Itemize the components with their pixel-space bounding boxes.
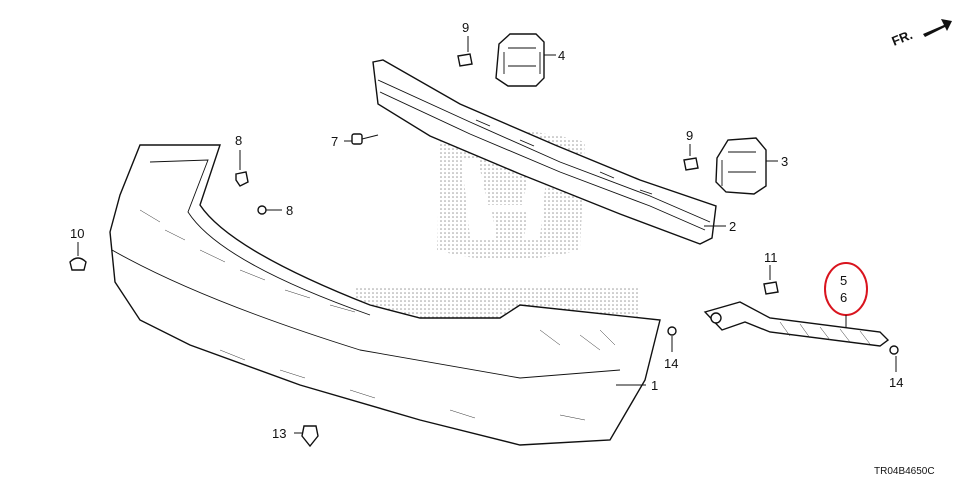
fastener-clip-11 xyxy=(763,281,779,295)
front-direction-label: FR. xyxy=(890,27,915,49)
callout-2: 2 xyxy=(729,219,736,234)
highlight-circle xyxy=(824,262,868,316)
callout-8-lower: 8 xyxy=(286,203,293,218)
callout-8-upper: 8 xyxy=(235,133,242,148)
fastener-clip-10 xyxy=(69,257,87,271)
callout-3: 3 xyxy=(781,154,788,169)
front-direction-indicator: FR. xyxy=(890,19,952,49)
callout-9-lower: 9 xyxy=(686,128,693,143)
front-arrow-icon xyxy=(923,19,952,37)
fastener-bolt-7 xyxy=(351,133,379,145)
callout-1: 1 xyxy=(651,378,658,393)
callout-13: 13 xyxy=(272,426,286,441)
callout-10: 10 xyxy=(70,226,84,241)
callout-14-left: 14 xyxy=(664,356,678,371)
callout-4: 4 xyxy=(558,48,565,63)
fastener-clip-14-right xyxy=(889,345,899,355)
rear-bumper-face-part xyxy=(109,144,661,446)
bumper-beam-part xyxy=(372,59,717,245)
callout-9-upper: 9 xyxy=(462,20,469,35)
bumper-side-spacer-part xyxy=(703,301,890,347)
beam-bracket-left-part xyxy=(495,33,545,87)
leader-lines xyxy=(77,36,897,434)
fastener-clip-14-left xyxy=(667,326,677,336)
fastener-bolt-9-lower xyxy=(683,157,699,171)
callout-7: 7 xyxy=(331,134,338,149)
drawing-code: TR04B4650C xyxy=(874,466,935,477)
fastener-screw-8-lower xyxy=(257,205,274,215)
fastener-clip-8-upper xyxy=(235,171,249,187)
callout-5: 5 xyxy=(840,273,847,288)
callout-14-right: 14 xyxy=(889,375,903,390)
fastener-screw-13 xyxy=(301,425,319,448)
callout-6: 6 xyxy=(840,290,847,305)
beam-bracket-right-part xyxy=(715,137,767,195)
fastener-bolt-9-upper xyxy=(457,53,473,67)
callout-11: 11 xyxy=(764,250,778,265)
